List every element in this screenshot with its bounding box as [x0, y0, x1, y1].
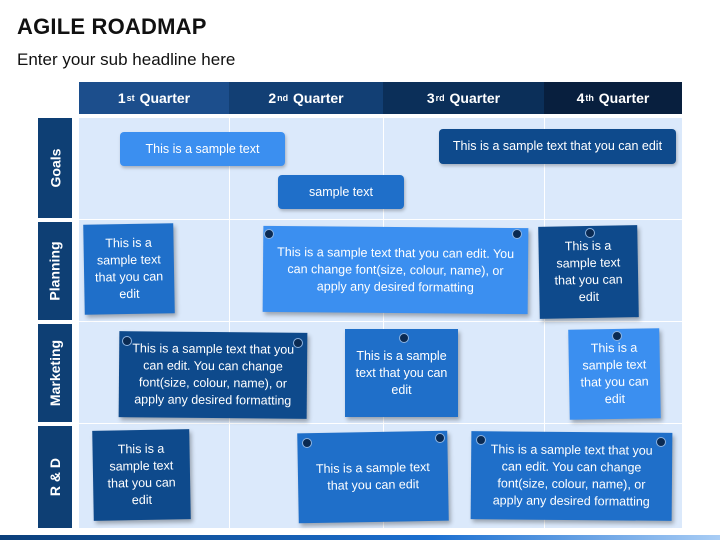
quarter-2-sup: nd [277, 93, 289, 103]
footer-bar [0, 535, 720, 540]
pushpin-icon [399, 333, 409, 343]
grid-col-divider [383, 118, 384, 528]
pushpin-icon [512, 229, 522, 239]
quarter-4-sup: th [585, 93, 594, 103]
page-title: AGILE ROADMAP [17, 14, 207, 39]
goals-box-1[interactable]: This is a sample text [120, 132, 285, 166]
pushpin-icon [585, 228, 595, 238]
planning-note-2[interactable]: This is a sample text that you can edit.… [262, 225, 529, 315]
row-label-planning-text: Planning [47, 241, 63, 301]
quarter-4-label: Quarter [598, 90, 650, 106]
quarter-1-sup: st [126, 93, 135, 103]
grid-row-divider [79, 321, 682, 322]
pushpin-icon [612, 331, 622, 341]
pushpin-icon [264, 229, 274, 239]
pushpin-icon [476, 435, 486, 445]
pushpin-icon [122, 336, 132, 346]
grid-row-divider [79, 219, 682, 220]
grid-col-divider [229, 118, 230, 528]
grid-row-divider [79, 423, 682, 424]
row-label-marketing-text: Marketing [47, 339, 63, 407]
marketing-note-2[interactable]: This is a sample text that you can edit [345, 329, 458, 417]
planning-note-1[interactable]: This is a sample text that you can edit [83, 223, 175, 315]
pushpin-icon [656, 437, 666, 447]
marketing-note-1[interactable]: This is a sample text that you can edit.… [118, 331, 308, 419]
rnd-note-1[interactable]: This is a sample text that you can edit [92, 429, 191, 521]
quarter-3-sup: rd [435, 93, 445, 103]
quarter-1-label: Quarter [139, 90, 191, 106]
row-label-marketing: Marketing [38, 324, 72, 422]
row-label-goals: Goals [38, 118, 72, 218]
row-label-goals-text: Goals [47, 148, 63, 188]
pushpin-icon [435, 433, 445, 443]
quarter-2-label: Quarter [293, 90, 344, 106]
planning-note-3[interactable]: This is a sample text that you can edit [538, 225, 639, 319]
quarter-2-num: 2 [268, 90, 277, 106]
quarter-3-num: 3 [426, 90, 435, 106]
marketing-note-3[interactable]: This is a sample text that you can edit [568, 328, 661, 420]
rnd-note-2[interactable]: This is a sample text that you can edit [297, 430, 449, 524]
goals-box-2[interactable]: sample text [278, 175, 404, 209]
row-label-planning: Planning [38, 222, 72, 320]
quarter-3-label: Quarter [449, 90, 501, 106]
goals-box-3[interactable]: This is a sample text that you can edit [439, 129, 676, 164]
page-subtitle: Enter your sub headline here [17, 50, 236, 69]
pushpin-icon [302, 438, 312, 448]
row-label-rnd: R & D [38, 426, 72, 528]
pushpin-icon [293, 338, 303, 348]
quarter-4-num: 4 [576, 90, 585, 106]
rnd-note-3[interactable]: This is a sample text that you can edit.… [470, 431, 673, 521]
quarter-1-num: 1 [117, 90, 126, 106]
grid-col-divider [544, 118, 545, 528]
row-label-rnd-text: R & D [47, 457, 63, 497]
